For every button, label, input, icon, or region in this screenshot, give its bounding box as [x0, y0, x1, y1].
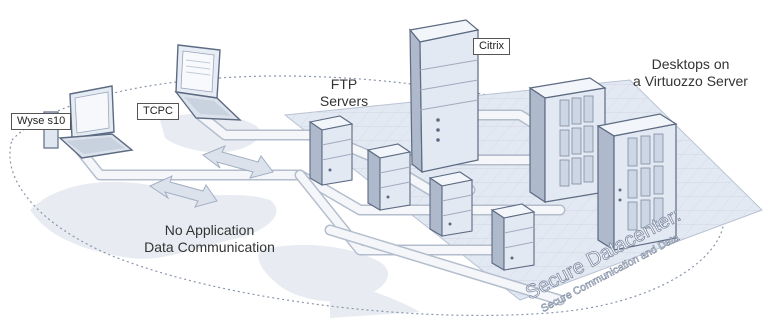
citrix-tag: Citrix	[473, 38, 511, 55]
ftp-label-line2: Servers	[319, 93, 369, 109]
ftp-server-2	[366, 143, 412, 211]
double-arrow-icon	[148, 175, 218, 208]
server-icon	[408, 19, 480, 174]
wyse-tag: Wyse s10	[11, 113, 72, 130]
desktops-label-line2: a Virtuozzo Server	[633, 73, 748, 89]
thin-client-icon	[43, 85, 134, 159]
no-app-label-line1: No Application	[164, 222, 255, 238]
desktops-label-line1: Desktops on	[651, 56, 730, 72]
ftp-server-4	[490, 203, 536, 271]
server-rack-icon	[596, 113, 678, 252]
no-app-label-line2: Data Communication	[144, 239, 275, 255]
double-arrow-icon	[202, 145, 274, 179]
laptop-icon	[174, 44, 242, 121]
ftp-label-line1: FTP	[330, 76, 358, 92]
no-application-label: No Application Data Communication	[132, 222, 287, 256]
tcpc-tag: TCPC	[137, 103, 179, 120]
server-rack-icon	[528, 77, 607, 204]
ftp-server-1	[308, 115, 354, 186]
desktops-label: Desktops on a Virtuozzo Server	[618, 56, 763, 90]
ftp-servers-label: FTP Servers	[315, 76, 373, 110]
ftp-server-3	[428, 171, 474, 237]
network-boundary-dotted-ellipse	[9, 75, 725, 317]
